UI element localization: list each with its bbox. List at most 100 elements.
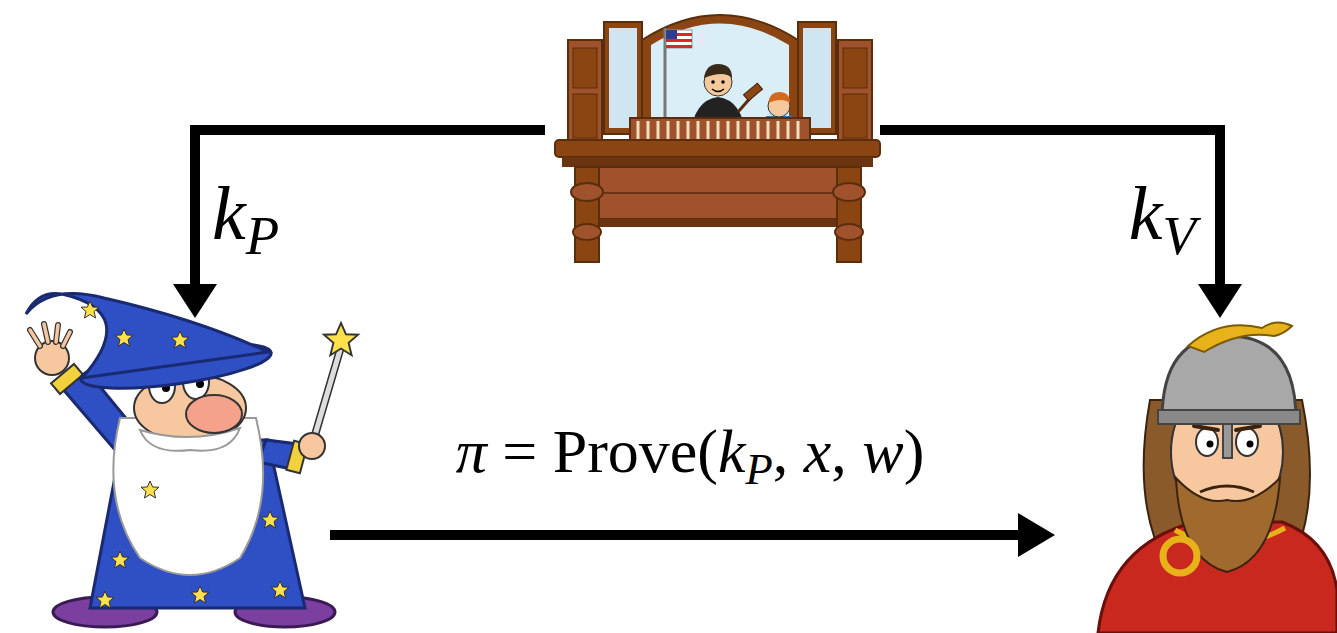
key-label: kP [212,168,279,259]
wizard-figure [26,293,358,627]
wizard-figure-part [111,551,129,568]
math-symbol: ( [697,417,718,485]
math-function: Prove [553,417,698,485]
judge-bench-part [837,167,861,262]
knight-figure-part [1236,428,1258,456]
knight-figure-part [1176,478,1280,572]
judge-bench-part [838,40,872,145]
arrow-part [330,530,1022,540]
judge-bench-part [590,192,846,194]
judge-bench-part [768,92,790,103]
key-label: kV [1129,168,1196,259]
knight-figure-part [1247,441,1254,448]
judge-bench-part [835,224,863,240]
math-variable: k [1129,171,1163,255]
judge-bench-part [711,80,715,84]
math-symbol: ) [904,417,925,485]
judge-bench-part [638,121,798,139]
judge-bench-part-part [777,121,780,139]
knight-figure-part [1223,424,1232,458]
judge-bench-part [571,183,603,201]
judge-bench-part-part [687,121,690,139]
judge-bench-part-part [717,121,720,139]
judge-bench-part [630,118,810,142]
judge-bench-part-part [757,121,760,139]
judge-bench-part [600,219,836,227]
wizard-figure-part [186,395,242,433]
judge-bench-part [803,28,831,128]
arrow-part [1018,513,1055,557]
judge-bench-part [568,40,602,145]
judge-bench [555,15,880,262]
judge-bench-part [590,167,846,219]
judge-bench-part-part [677,121,680,139]
judge-bench-part [744,83,763,101]
wizard-figure-part [30,324,70,346]
knight-figure-part [1188,322,1292,352]
judge-bench-part [721,80,725,84]
judge-bench-part [843,48,867,88]
judge-bench-part-part [767,121,770,139]
wizard-figure-part [171,331,189,348]
wizard-figure-part [141,481,159,498]
math-variable: x [804,417,832,485]
math-variable: π [456,417,487,485]
arrow-part [195,130,545,288]
math-variable: k [212,171,246,255]
judge-bench-part [575,167,599,262]
math-variable: w [862,417,903,485]
judge-bench-part [555,140,880,157]
knight-figure-part [1207,441,1214,448]
wizard-figure-part [324,323,358,355]
knight-figure-part [1158,410,1300,424]
arrow-part [1198,284,1242,318]
knight-figure-part [1200,486,1254,492]
wizard-figure-part [81,301,99,318]
judge-bench-part [666,30,692,48]
judge-bench-part [666,30,677,39]
judge-bench-part [573,224,601,240]
arrow-part [173,284,217,318]
math-variable: k [718,417,746,485]
wizard-figure-part [115,329,133,346]
judge-bench-part [666,39,692,42]
judge-bench-part-part [647,121,650,139]
judge-bench-part-part [637,121,640,139]
wizard-figure-part [299,433,325,459]
judge-bench-part [573,94,597,138]
judge-bench-part-part [747,121,750,139]
wizard-figure-part [26,293,268,378]
knight-figure [1098,322,1337,633]
proof-label: π = Prove(kP, x, w) [456,414,925,488]
judge-bench-part-part [797,121,800,139]
math-symbol: = [487,417,553,485]
wizard-figure-part [96,591,114,608]
judge-bench-part-part [707,121,710,139]
wizard-figure-part [191,586,209,603]
math-subscript: V [1163,205,1196,266]
judge-bench-part [704,64,732,78]
knight-figure-part [1163,539,1197,573]
arrow-part [880,130,1220,288]
judge-bench-part-part [737,121,740,139]
math-subscript: P [246,205,279,266]
knight-figure-part [1196,428,1218,456]
judge-bench-part-part [667,121,670,139]
judge-bench-part-part [727,121,730,139]
wizard-figure-part [30,324,70,346]
judge-bench-part-part [657,121,660,139]
wizard-figure-part [261,511,279,528]
math-subscript: P [746,444,773,494]
judge-bench-part [833,183,865,201]
math-symbol: , [773,417,804,485]
math-symbol: , [831,417,862,485]
judge-bench-part [666,45,692,48]
judge-bench-part [562,157,873,167]
judge-bench-part [843,94,867,138]
judge-bench-part [573,48,597,88]
arrow [173,130,1242,557]
wizard-figure-part [271,581,289,598]
judge-bench-part-part [787,121,790,139]
